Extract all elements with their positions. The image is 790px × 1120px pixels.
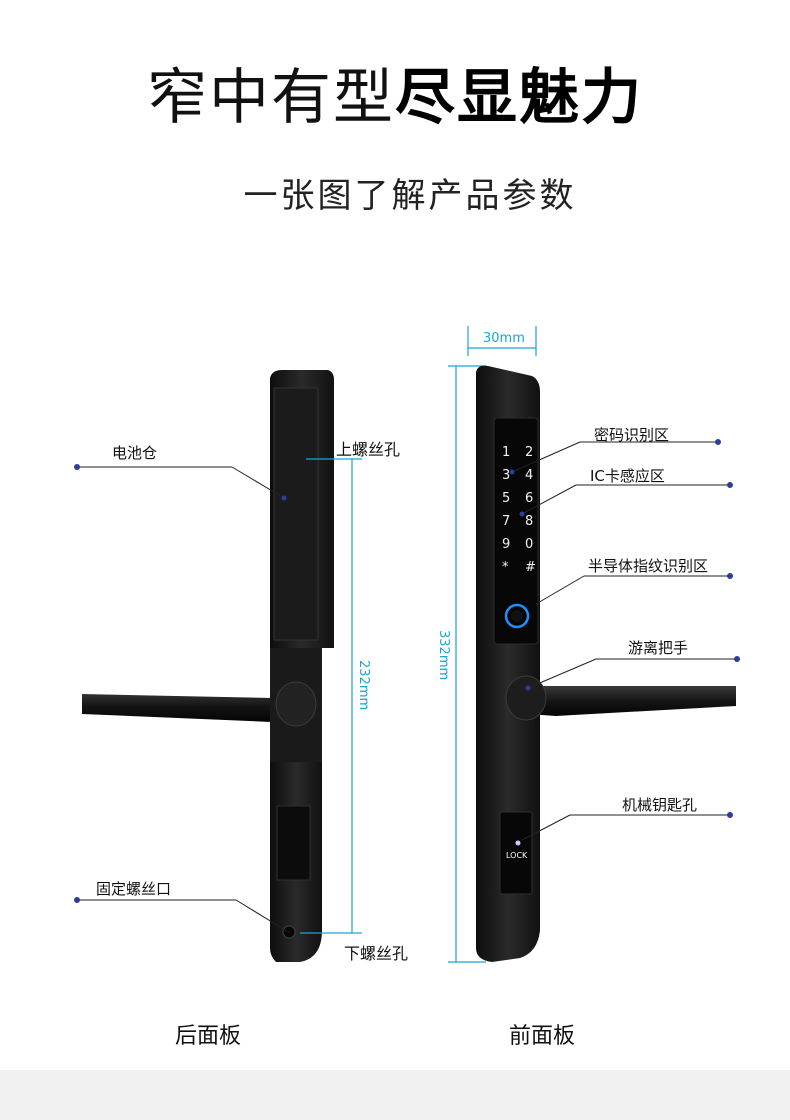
key-hole-callout: 机械钥匙孔 (622, 796, 698, 814)
battery-target-dot (281, 495, 287, 501)
password-leader-diag (511, 441, 581, 473)
battery-cover (273, 387, 319, 641)
fingerprint-sensor (511, 610, 523, 622)
front-height-label: 332mm (436, 630, 451, 680)
front-lower-slot (499, 811, 533, 895)
battery-callout: 电池仓 (112, 444, 158, 462)
fixing-dot (74, 897, 80, 903)
keypad-key-hash: # (525, 560, 536, 575)
fingerprint-callout: 半导体指纹识别区 (588, 557, 709, 575)
keypad-key-5: 5 (502, 491, 510, 506)
battery-dot (74, 464, 80, 470)
ic-card-callout: IC卡感应区 (590, 467, 665, 485)
keypad-key-9: 9 (502, 537, 510, 552)
title-light: 窄中有型 (147, 63, 395, 133)
fingerprint-leader-diag (535, 575, 585, 605)
upper-screw-callout: 上螺丝孔 (336, 440, 401, 459)
key-hole (515, 840, 521, 846)
fixing-leader-diag (235, 899, 291, 934)
lower-screw-callout: 下螺丝孔 (344, 944, 409, 963)
keypad-key-star: * (502, 560, 509, 575)
page-subtitle: 一张图了解产品参数 (243, 176, 577, 216)
keypad-key-3: 3 (502, 468, 510, 483)
keypad-key-4: 4 (525, 468, 533, 483)
back-dimension-label: 232mm (356, 660, 371, 710)
password-callout: 密码识别区 (594, 426, 670, 444)
keypad-panel (493, 417, 539, 645)
handle-leader-diag (527, 658, 597, 689)
front-spindle (505, 675, 547, 721)
keypad-key-1: 1 (502, 445, 510, 460)
keyhole-dot (727, 812, 733, 818)
back-spindle (275, 681, 317, 727)
ic-target (519, 511, 525, 517)
ic-dot (727, 482, 733, 488)
front-panel-label: 前面板 (508, 1024, 575, 1049)
bottom-band (0, 1070, 790, 1120)
keypad-key-2: 2 (525, 445, 533, 460)
handle-dot (734, 656, 740, 662)
lock-label: LOCK (506, 851, 528, 860)
password-dot (715, 439, 721, 445)
back-lower-slot (276, 805, 311, 881)
fingerprint-dot (727, 573, 733, 579)
keypad-key-6: 6 (525, 491, 533, 506)
keyhole-leader-diag (521, 814, 571, 841)
back-panel: 232mm (74, 370, 371, 962)
front-handle (526, 686, 736, 716)
title-bold: 尽显魅力 (395, 63, 643, 133)
fixing-screw-callout: 固定螺丝口 (96, 880, 172, 898)
back-handle (82, 690, 302, 722)
front-width-label: 30mm (483, 331, 525, 346)
keypad-key-8: 8 (525, 514, 533, 529)
page-title: 窄中有型尽显魅力 (0, 58, 790, 138)
password-target (509, 469, 515, 475)
handle-callout: 游离把手 (628, 639, 689, 657)
battery-leader-diag (231, 466, 285, 499)
back-panel-label: 后面板 (174, 1024, 241, 1049)
keypad-key-7: 7 (502, 514, 510, 529)
ic-leader-diag (521, 484, 577, 515)
keypad-key-0: 0 (525, 537, 533, 552)
handle-target (525, 685, 531, 691)
